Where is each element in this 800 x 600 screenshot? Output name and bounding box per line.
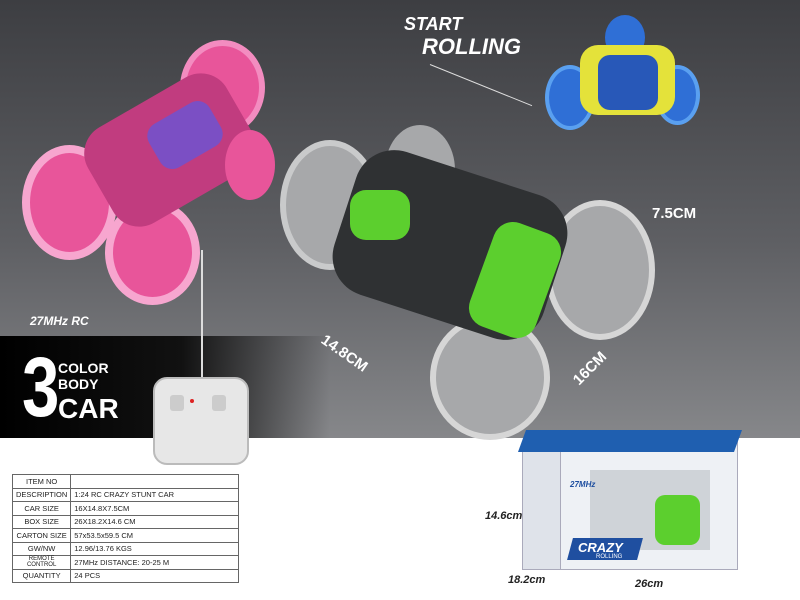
color-badge-line2: BODY bbox=[58, 376, 99, 392]
color-badge-line3: CAR bbox=[58, 393, 119, 424]
box-width-label: 26cm bbox=[635, 578, 664, 590]
box-depth-label: 18.2cm bbox=[508, 574, 546, 586]
frequency-badge: 27MHz RC bbox=[30, 314, 89, 328]
spec-value: 27MHz DISTANCE: 20-25 M bbox=[70, 555, 240, 570]
spec-value: 12.96/13.76 KGS bbox=[70, 541, 240, 556]
box-brand: CRAZY bbox=[578, 540, 623, 555]
spec-label: CAR SIZE bbox=[11, 501, 72, 516]
spec-value bbox=[70, 474, 240, 489]
spec-label: REMOTE CONTROL bbox=[11, 555, 72, 570]
spec-value: 26X18.2X14.6 CM bbox=[70, 514, 240, 529]
color-count: 3 bbox=[22, 340, 60, 434]
headline-rolling: ROLLING bbox=[422, 34, 521, 59]
spec-value: 1:24 RC CRAZY STUNT CAR bbox=[70, 487, 240, 502]
car-height-label: 7.5CM bbox=[652, 205, 697, 222]
box-height-label: 14.6cm bbox=[485, 510, 523, 522]
spec-label: DESCRIPTION bbox=[11, 487, 72, 502]
spec-label: QUANTITY bbox=[11, 568, 72, 583]
spec-label: BOX SIZE bbox=[11, 514, 72, 529]
spec-value: 57x53.5x59.5 CM bbox=[70, 528, 240, 543]
color-badge-line1: COLOR bbox=[58, 360, 109, 376]
spec-value: 24 PCS bbox=[70, 568, 240, 583]
spec-label: ITEM NO bbox=[11, 474, 72, 489]
box-freq: 27MHz bbox=[570, 480, 596, 489]
headline-start: START bbox=[404, 14, 463, 34]
spec-label: GW/NW bbox=[11, 541, 72, 556]
spec-label: CARTON SIZE bbox=[11, 528, 72, 543]
box-sub: ROLLING bbox=[596, 554, 623, 560]
table-row: ITEM NO bbox=[11, 474, 240, 489]
spec-value: 16X14.8X7.5CM bbox=[70, 501, 240, 516]
